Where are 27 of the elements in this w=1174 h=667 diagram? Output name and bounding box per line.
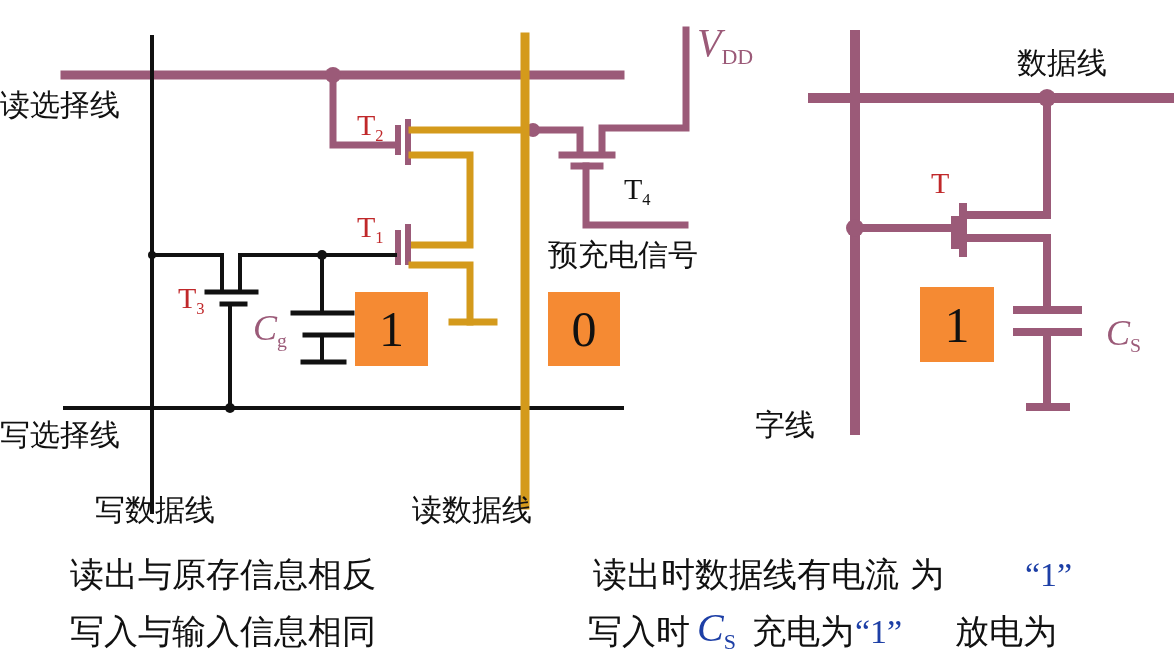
circuit-label: V$_{DD}$ [697, 20, 754, 69]
circuit-label: “1” [1025, 555, 1073, 595]
circuit-label: T$_{3}$ [178, 281, 205, 319]
circuit-label: 字线 [755, 408, 815, 443]
circuit-label: 写数据线 [95, 493, 215, 528]
bit-value-box: 1 [920, 287, 994, 362]
circuit-label: 读出与原存信息相反 [70, 555, 376, 595]
bit-value-box: 0 [548, 292, 620, 366]
circuit-label: 写入与输入信息相同 [70, 612, 376, 652]
circuit-label: T$_{1}$ [357, 210, 384, 248]
circuit-label: 充电为 [752, 612, 854, 652]
circuit-label: C$_{S}$ [1106, 313, 1142, 357]
circuit-label: T$_{2}$ [357, 108, 384, 146]
bit-value-box: 1 [355, 292, 428, 366]
circuit-label: T [931, 166, 950, 201]
circuit-label: 写入时 [588, 612, 690, 652]
circuit-label: 写选择线 [0, 418, 120, 453]
circuit-label: 放电为 [955, 612, 1057, 652]
circuit-label: 读选择线 [0, 88, 120, 123]
circuit-label: C$_{S}$ [697, 605, 736, 654]
circuit-label: 读数据线 [412, 493, 532, 528]
circuit-label: C$_{g}$ [253, 308, 287, 352]
circuit-label: 预充电信号 [548, 238, 698, 273]
circuit-label: “1” [855, 612, 903, 652]
circuit-label: 读出时数据线有电流 为 [593, 555, 944, 595]
circuit-label: 数据线 [1017, 46, 1107, 81]
circuit-label: T$_{4}$ [624, 172, 651, 210]
